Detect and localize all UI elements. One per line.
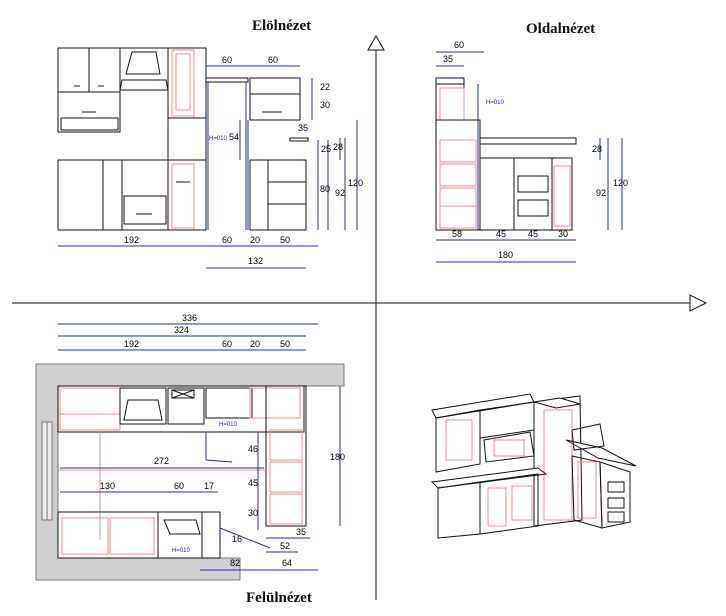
svg-text:272: 272 — [154, 456, 169, 466]
svg-text:60: 60 — [222, 235, 232, 245]
front-view: 60 60 22 30 35 54 H=010 25 28 80 92 120 … — [57, 47, 363, 269]
svg-text:180: 180 — [498, 250, 513, 260]
svg-text:50: 50 — [280, 339, 290, 349]
drawer-unit — [267, 159, 307, 231]
svg-text:30: 30 — [558, 229, 568, 239]
svg-text:132: 132 — [248, 256, 263, 266]
svg-text:130: 130 — [100, 481, 115, 491]
svg-text:28: 28 — [592, 144, 602, 154]
svg-text:336: 336 — [182, 313, 197, 323]
side-countertop — [479, 137, 577, 145]
svg-text:180: 180 — [330, 452, 345, 462]
svg-text:35: 35 — [296, 527, 306, 537]
svg-text:64: 64 — [282, 558, 292, 568]
svg-text:30: 30 — [248, 508, 258, 518]
svg-text:50: 50 — [280, 235, 290, 245]
base-cabinets-left — [57, 159, 169, 231]
svg-text:60: 60 — [454, 40, 464, 50]
svg-text:22: 22 — [320, 82, 330, 92]
svg-text:92: 92 — [596, 188, 606, 198]
svg-text:60: 60 — [174, 481, 184, 491]
horizontal-axis-arrow-icon — [689, 294, 708, 312]
svg-text:120: 120 — [613, 178, 628, 188]
isometric-view — [430, 393, 637, 539]
svg-text:H=010: H=010 — [172, 548, 191, 554]
side-view-title: Oldalnézet — [526, 21, 595, 37]
svg-text:45: 45 — [528, 229, 538, 239]
svg-text:92: 92 — [335, 188, 345, 198]
top-row-cabinets — [57, 385, 305, 433]
svg-text:324: 324 — [174, 325, 189, 335]
svg-text:H=010: H=010 — [219, 422, 238, 428]
top-view-title: Felülnézet — [246, 590, 312, 606]
svg-text:30: 30 — [320, 100, 330, 110]
svg-text:35: 35 — [443, 54, 453, 64]
svg-text:H=010: H=010 — [209, 136, 228, 142]
side-view: 60 35 H=010 28 92 120 58 45 45 30 180 — [435, 40, 628, 263]
svg-text:60: 60 — [268, 55, 278, 65]
svg-text:28: 28 — [333, 142, 343, 152]
svg-text:46: 46 — [248, 444, 258, 454]
front-view-title: Elölnézet — [252, 18, 311, 34]
upper-cabinet-right — [167, 47, 207, 119]
right-column-cabinets — [265, 385, 307, 527]
svg-text:H=010: H=010 — [486, 100, 505, 106]
svg-text:120: 120 — [348, 178, 363, 188]
svg-text:45: 45 — [496, 229, 506, 239]
svg-text:16: 16 — [232, 534, 242, 544]
svg-text:60: 60 — [222, 339, 232, 349]
svg-text:17: 17 — [204, 481, 214, 491]
svg-text:192: 192 — [124, 235, 139, 245]
svg-text:192: 192 — [124, 339, 139, 349]
svg-text:20: 20 — [250, 339, 260, 349]
svg-text:35: 35 — [298, 123, 308, 133]
top-view: 336 324 192 60 20 50 H=010 272 — [35, 313, 345, 581]
svg-text:82: 82 — [230, 558, 240, 568]
svg-text:52: 52 — [280, 541, 290, 551]
vertical-axis-arrow-icon — [367, 34, 385, 51]
svg-text:20: 20 — [250, 235, 260, 245]
svg-text:58: 58 — [452, 229, 462, 239]
axes — [12, 34, 708, 600]
svg-text:60: 60 — [222, 55, 232, 65]
svg-text:54: 54 — [229, 132, 239, 142]
svg-text:45: 45 — [248, 478, 258, 488]
side-base-cabinet — [479, 157, 553, 231]
svg-text:80: 80 — [320, 184, 330, 194]
svg-text:25: 25 — [321, 144, 331, 154]
upper-cabinet-corner — [249, 77, 301, 121]
